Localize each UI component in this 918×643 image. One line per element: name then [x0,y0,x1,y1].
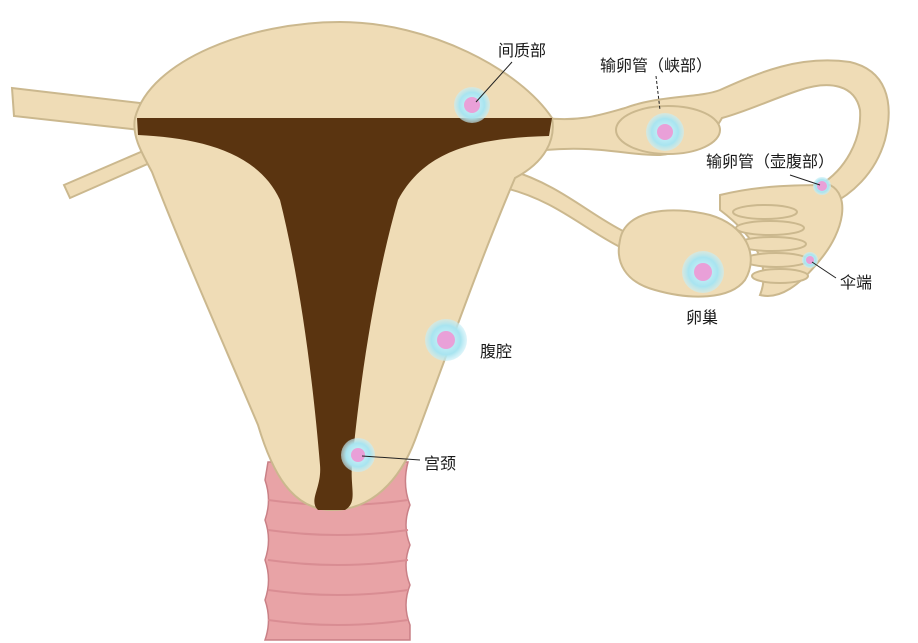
leader-cervix [361,455,421,461]
uterine-cavity [137,118,552,510]
label-cervix: 宫颈 [424,454,456,473]
leader-ampulla [789,174,821,186]
cervix-canal [263,461,411,641]
embryo-abdominal [425,319,467,361]
label-abdominal: 腹腔 [480,342,512,361]
label-ampulla: 输卵管（壶腹部） [706,152,834,171]
embryo-ovary [682,251,724,293]
left-fallopian-tube [10,86,141,132]
label-isthmus: 输卵管（峡部） [600,56,712,75]
left-ligament [62,146,154,200]
leader-isthmus [655,75,661,111]
ovarian-ligament [503,168,627,250]
leader-interstitial [475,61,513,103]
embryo-isthmus [646,113,684,151]
ovary [617,209,752,298]
label-ovary: 卵巢 [686,308,718,327]
label-fimbria: 伞端 [840,273,872,292]
embryo-fimbria [802,252,818,268]
label-interstitial: 间质部 [498,41,546,60]
fimbriae [719,183,844,297]
embryo-ampulla [813,177,831,195]
leader-fimbria [811,261,837,279]
embryo-cervix [341,438,375,472]
